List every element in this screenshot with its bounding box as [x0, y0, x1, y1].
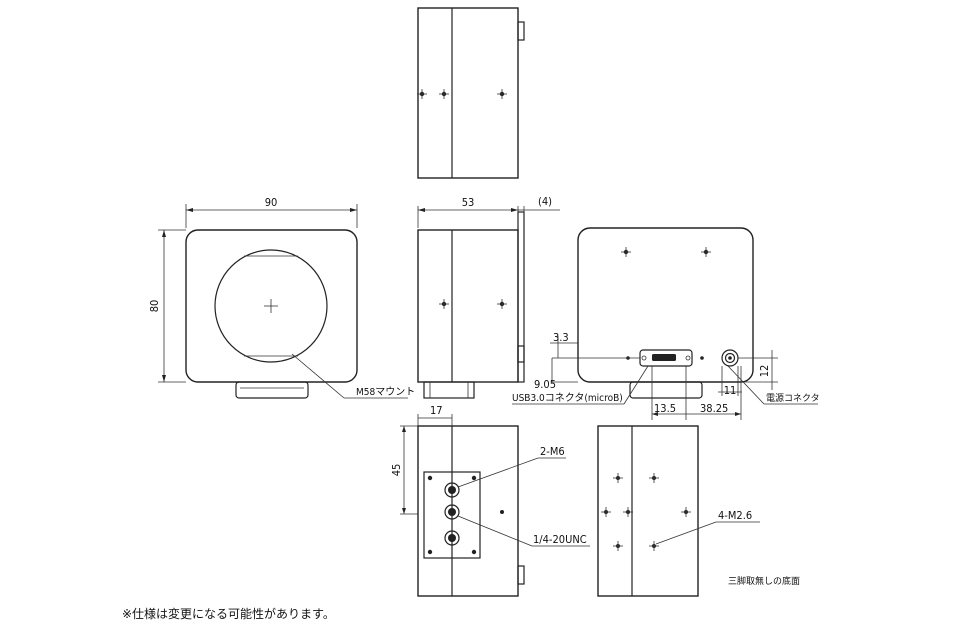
screw-hole-icon	[439, 299, 507, 309]
label-mount: M58マウント	[356, 386, 415, 398]
dim-side-protrusion: (4)	[538, 195, 552, 208]
dim-side-depth: 53	[462, 196, 475, 209]
label-power: 電源コネクタ	[766, 393, 820, 404]
dim-rear-11: 11	[724, 384, 737, 397]
dim-rear-38-25: 38.25	[700, 402, 728, 415]
label-4-m26: 4-M2.6	[718, 509, 752, 522]
label-unc: 1/4-20UNC	[533, 533, 587, 546]
top-view	[417, 7, 525, 179]
dim-rear-3-3: 3.3	[553, 331, 569, 344]
footnote: ※仕様は変更になる可能性があります。	[122, 606, 335, 621]
screw-hole-icon	[417, 89, 507, 99]
dim-bottom-17: 17	[430, 404, 443, 417]
front-view: 90 80 M58マウント	[148, 196, 415, 399]
usb-connector-icon	[639, 349, 693, 367]
side-view: 53 (4)	[417, 195, 560, 399]
screw-hole-icon	[601, 473, 691, 551]
dim-rear-9-05: 9.05	[534, 378, 556, 391]
dim-rear-13-5: 13.5	[654, 402, 676, 415]
label-2-m6: 2-M6	[540, 445, 565, 458]
dim-front-width: 90	[265, 196, 278, 209]
dim-bottom-45: 45	[390, 464, 403, 477]
label-usb: USB3.0コネクタ(microB)	[512, 392, 623, 404]
label-no-tripod: 三脚取無しの底面	[728, 575, 800, 587]
dim-rear-12: 12	[758, 365, 771, 378]
bottom-view-plain: 4-M2.6 三脚取無しの底面	[597, 425, 800, 597]
center-cross-icon	[264, 299, 278, 313]
rear-view: 3.3 9.05 13.5 38.25 11 12 USB3.0コネクタ(mic…	[512, 227, 820, 420]
mount-hole-icon	[427, 475, 504, 555]
bottom-view-tripod: 17 45 2-M6 1/4-20UNC	[390, 404, 590, 597]
dim-front-height: 80	[148, 300, 161, 313]
